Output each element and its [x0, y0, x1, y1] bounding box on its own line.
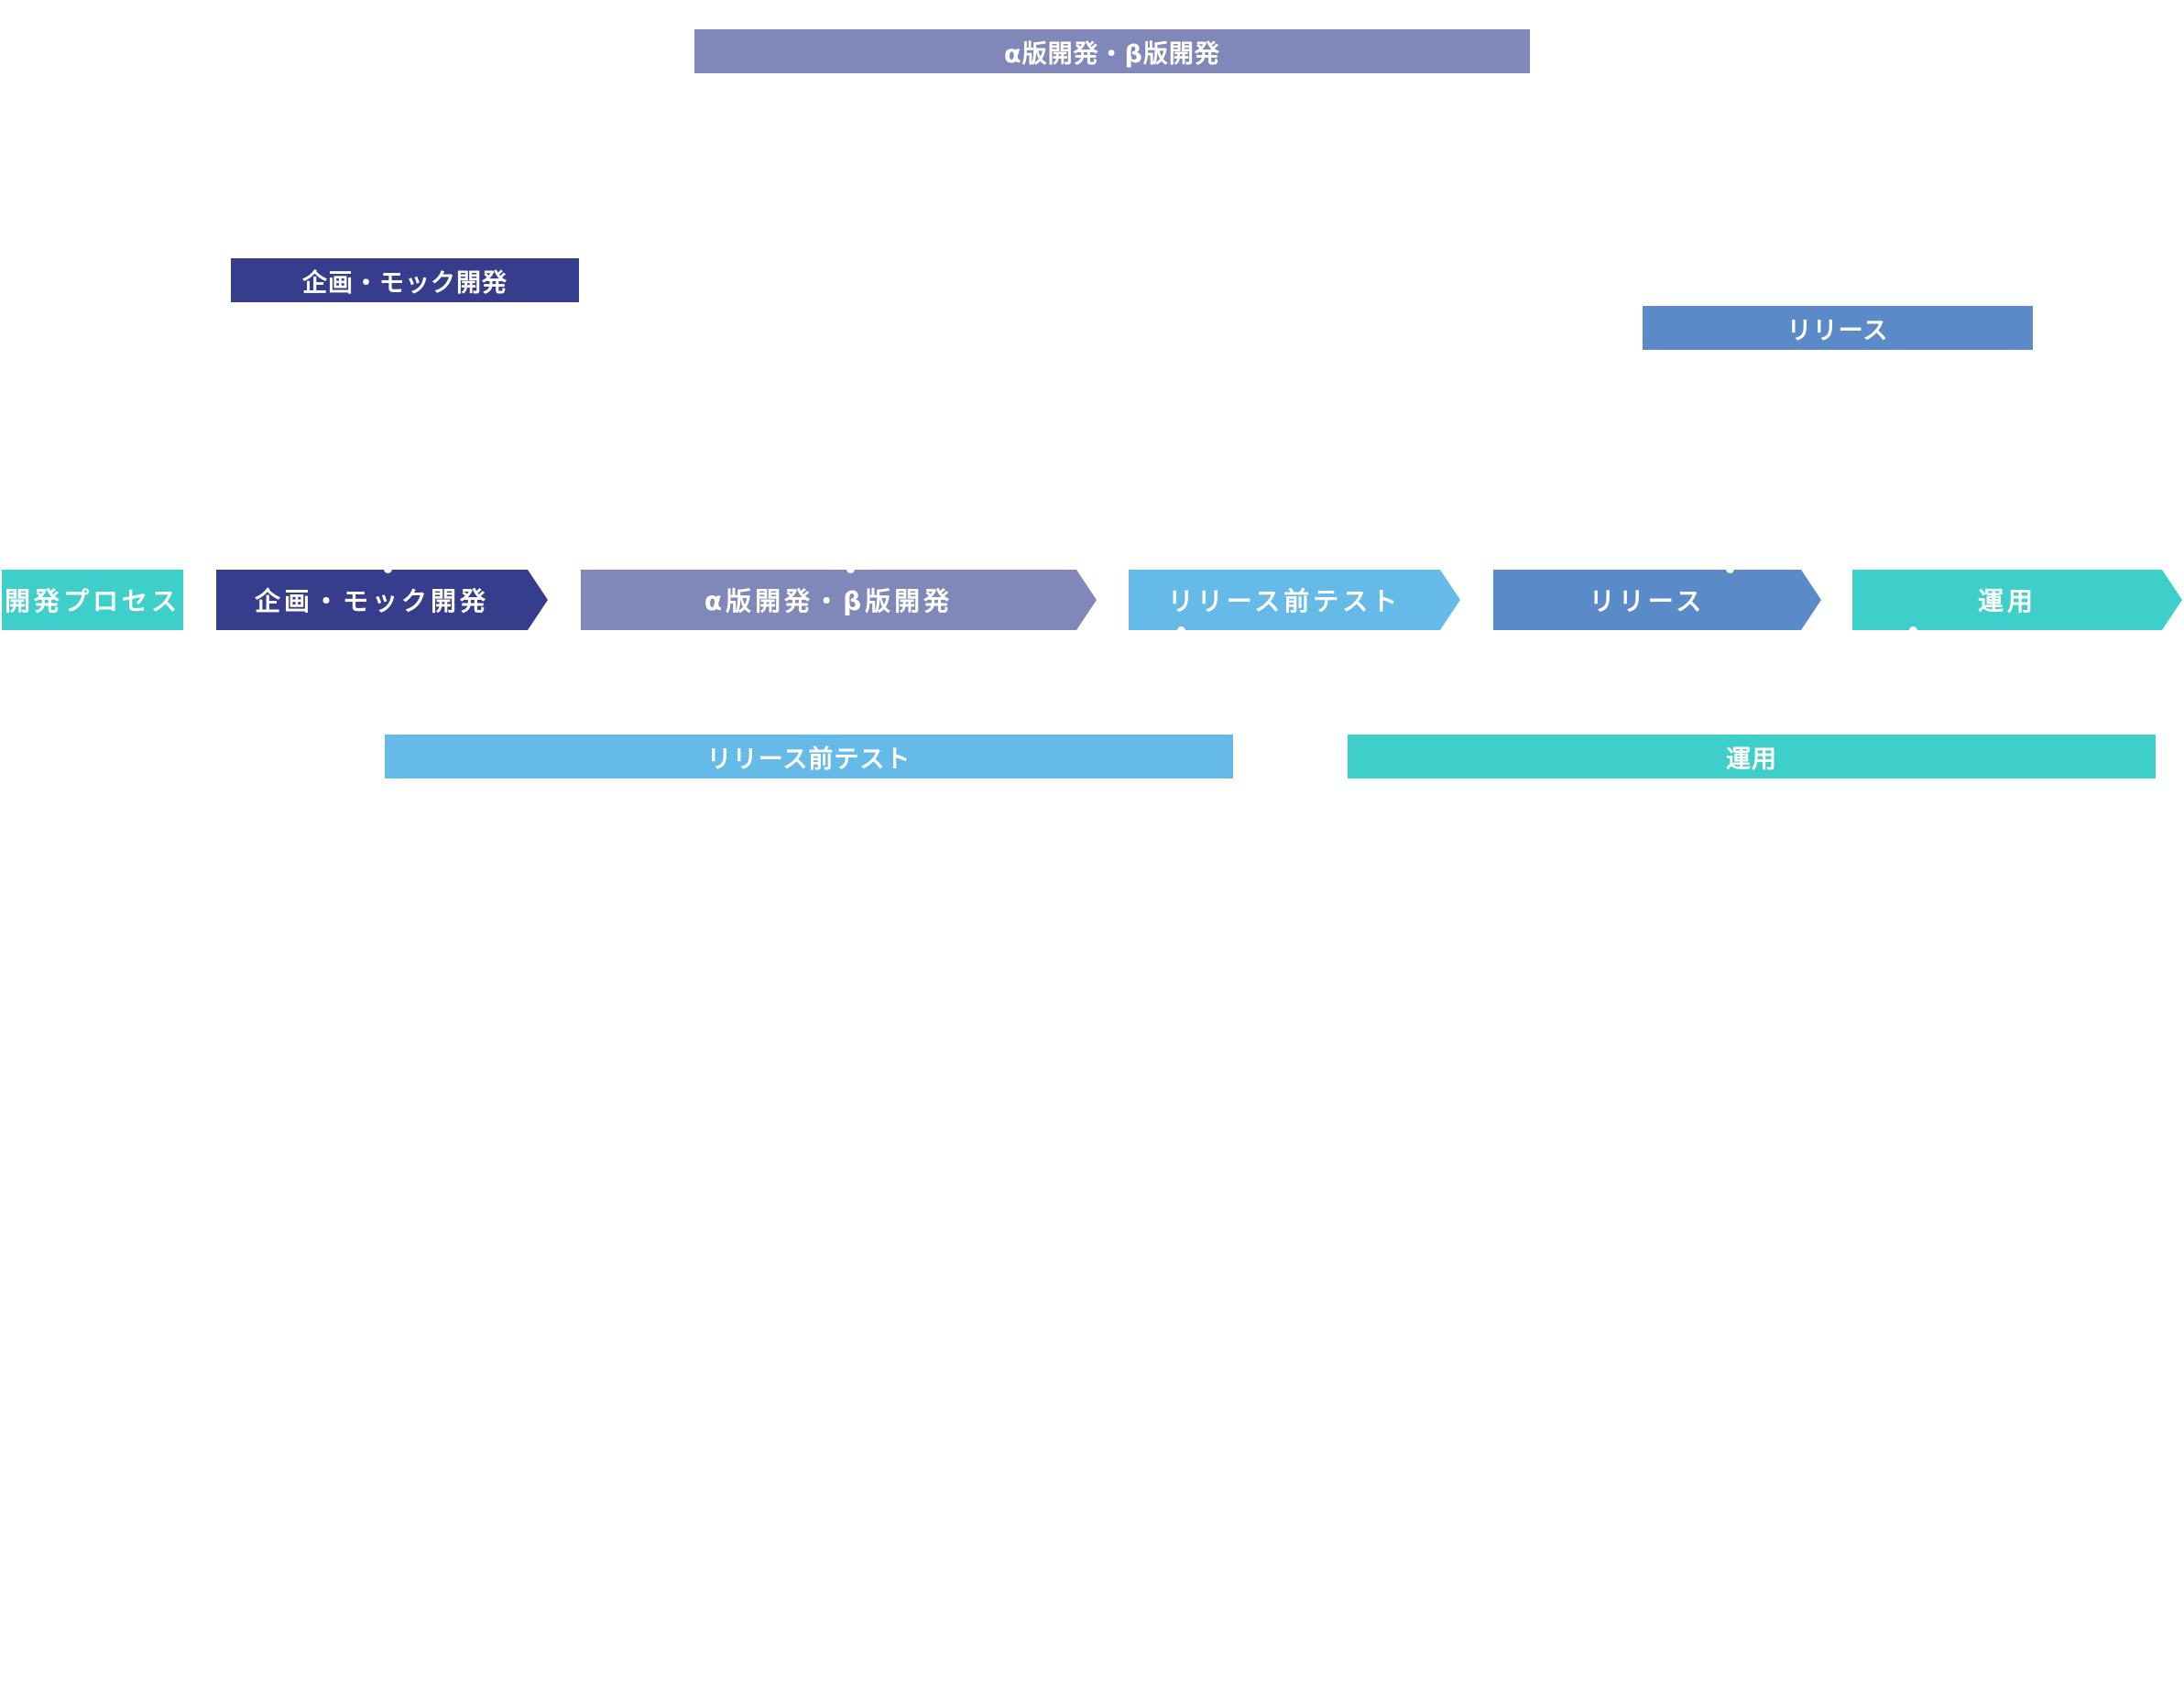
connector-dot-alpha-beta — [846, 565, 855, 573]
step-planning-mock-development: 企画・モック開発 — [216, 570, 548, 630]
callout-release: リリース — [1643, 306, 2033, 350]
callout-planning-mock-development: 企画・モック開発 — [231, 258, 579, 302]
callout-alpha-beta-development: α版開発・β版開発 — [694, 29, 1530, 73]
callout-pre-release-test: リリース前テスト — [385, 735, 1233, 778]
connector-dot-planning — [384, 565, 392, 573]
connector-dot-pre-release-test — [1177, 626, 1185, 635]
step-alpha-beta-development: α版開発・β版開発 — [581, 570, 1097, 630]
process-label: 開発プロセス — [2, 570, 183, 630]
step-operation: 運用 — [1852, 570, 2182, 630]
callout-operation: 運用 — [1348, 735, 2156, 778]
connector-dot-operation — [1909, 626, 1917, 635]
connector-dot-release — [1726, 565, 1734, 573]
step-pre-release-test: リリース前テスト — [1129, 570, 1460, 630]
step-release: リリース — [1493, 570, 1821, 630]
